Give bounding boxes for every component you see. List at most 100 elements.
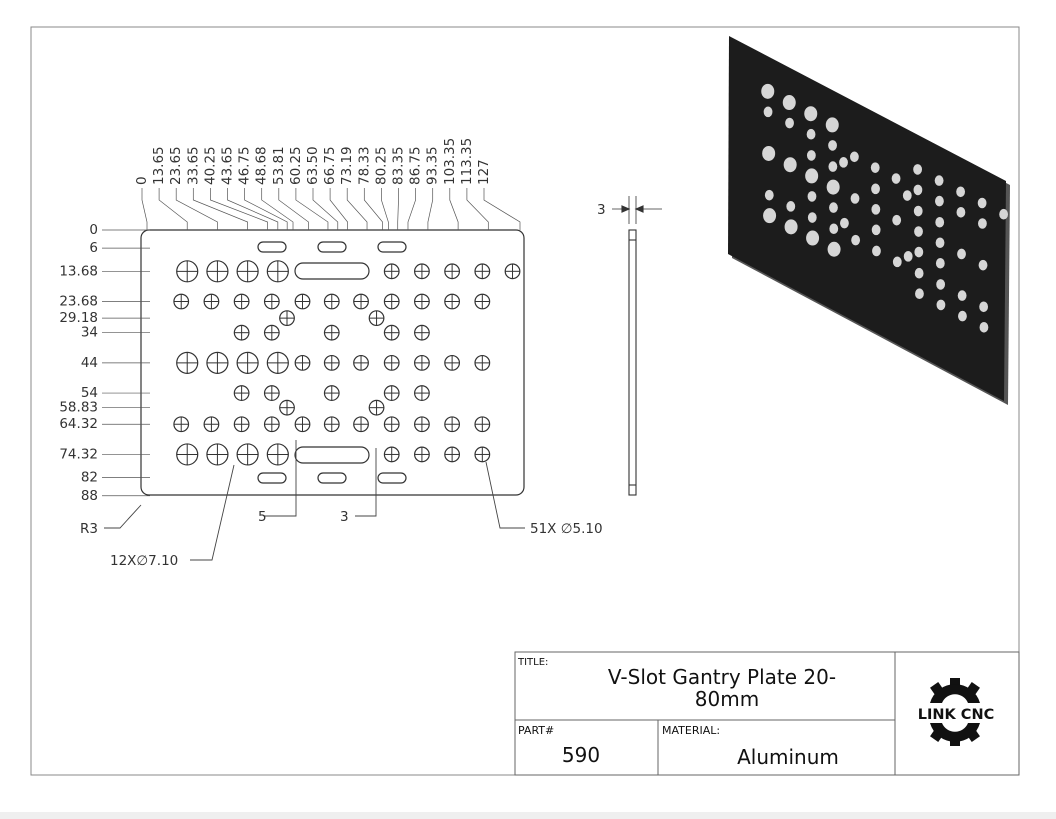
iso-hole [979, 322, 989, 333]
x-dim-leader [175, 188, 218, 230]
iso-hole [782, 95, 796, 111]
iso-hole [871, 224, 881, 236]
x-dim-leader [381, 188, 389, 230]
iso-hole [978, 259, 988, 271]
slot [294, 446, 370, 464]
iso-hole [763, 106, 773, 118]
iso-hole [761, 83, 775, 99]
x-dim-label: 113.35 [459, 138, 475, 185]
iso-hole [807, 191, 817, 202]
x-dim-label: 13.65 [151, 146, 167, 185]
small-hole-callout: 51X ∅5.10 [530, 521, 603, 537]
iso-hole [851, 234, 861, 246]
plate-outline [140, 229, 525, 496]
x-dim-label: 66.75 [322, 146, 338, 185]
slot [317, 241, 347, 253]
iso-hole [936, 279, 946, 290]
iso-hole [806, 128, 816, 140]
slot [294, 262, 370, 280]
material-label: MATERIAL: [662, 724, 720, 737]
iso-hole [826, 179, 840, 195]
iso-hole [872, 245, 881, 257]
x-dim-leader [466, 188, 489, 230]
title-line-2: 80mm [695, 687, 759, 711]
y-dim-label: 13.68 [59, 263, 98, 279]
slot [377, 472, 407, 484]
x-dim-leader [346, 188, 368, 230]
x-dim-leader [449, 188, 459, 230]
iso-hole [805, 168, 819, 184]
iso-hole [979, 301, 989, 313]
x-dim-label: 83.35 [391, 146, 407, 185]
iso-hole [825, 117, 839, 133]
iso-hole [807, 212, 817, 223]
x-dim-leader [192, 188, 248, 230]
iso-hole [956, 186, 966, 198]
iso-hole [785, 117, 794, 129]
y-dim-label: 54 [81, 385, 98, 401]
iso-hole [891, 173, 901, 184]
material-value: Aluminum [737, 745, 839, 769]
iso-hole [978, 218, 987, 229]
y-dim-label: 6 [89, 240, 98, 256]
y-dim-label: 0 [89, 222, 98, 238]
iso-hole [913, 205, 923, 217]
corner-radius-label: R3 [80, 521, 98, 537]
iso-hole [902, 190, 912, 201]
title-line-1: V-Slot Gantry Plate 20- [608, 665, 836, 689]
iso-hole [913, 164, 923, 175]
iso-hole [977, 197, 987, 209]
x-dim-leader [363, 188, 383, 230]
x-dim-label: 33.65 [185, 146, 201, 185]
x-dim-label: 23.65 [168, 146, 184, 185]
front-view [140, 229, 525, 496]
iso-hole [786, 201, 796, 212]
iso-hole [870, 162, 880, 173]
iso-hole [829, 202, 838, 213]
side-view [612, 196, 662, 496]
hole-pattern [173, 241, 521, 484]
iso-hole [913, 184, 923, 196]
y-dim-label: 34 [81, 325, 98, 341]
iso-hole [828, 161, 838, 172]
x-dim-leader [312, 188, 339, 230]
bottom-strip [0, 812, 1056, 819]
iso-hole [806, 150, 816, 161]
y-dim-label: 88 [81, 488, 98, 504]
iso-hole [958, 310, 967, 322]
iso-hole [763, 208, 777, 224]
iso-hole [806, 230, 820, 246]
iso-hole [871, 183, 880, 195]
iso-hole [871, 204, 881, 215]
x-dim-label: 60.25 [288, 146, 304, 185]
iso-hole [934, 175, 944, 186]
iso-hole [850, 193, 860, 204]
iso-hole [956, 206, 966, 218]
x-dim-label: 93.35 [425, 146, 441, 185]
x-dim-leader [427, 188, 434, 230]
iso-hole [839, 157, 848, 168]
y-dim-label: 23.68 [59, 294, 98, 310]
x-dim-label: 127 [476, 159, 492, 185]
x-dim-leader [407, 188, 416, 230]
x-dim-label: 78.33 [356, 146, 372, 185]
y-dim-label: 44 [81, 355, 98, 371]
title-label: TITLE: [517, 657, 548, 668]
x-dim-label: 63.50 [305, 146, 321, 185]
iso-hole [764, 189, 774, 201]
iso-hole [804, 106, 818, 122]
iso-hole [828, 140, 837, 151]
iso-hole [914, 226, 923, 237]
iso-hole [762, 145, 776, 161]
iso-hole [935, 216, 945, 228]
iso-hole [892, 214, 902, 226]
iso-hole [783, 157, 797, 173]
iso-hole [957, 248, 966, 260]
x-dim-label: 40.25 [202, 146, 218, 185]
iso-hole [829, 223, 839, 235]
y-dim-label: 74.32 [59, 446, 98, 462]
iso-hole [850, 151, 859, 163]
iso-hole [999, 208, 1009, 220]
x-dim-label: 80.25 [373, 146, 389, 185]
